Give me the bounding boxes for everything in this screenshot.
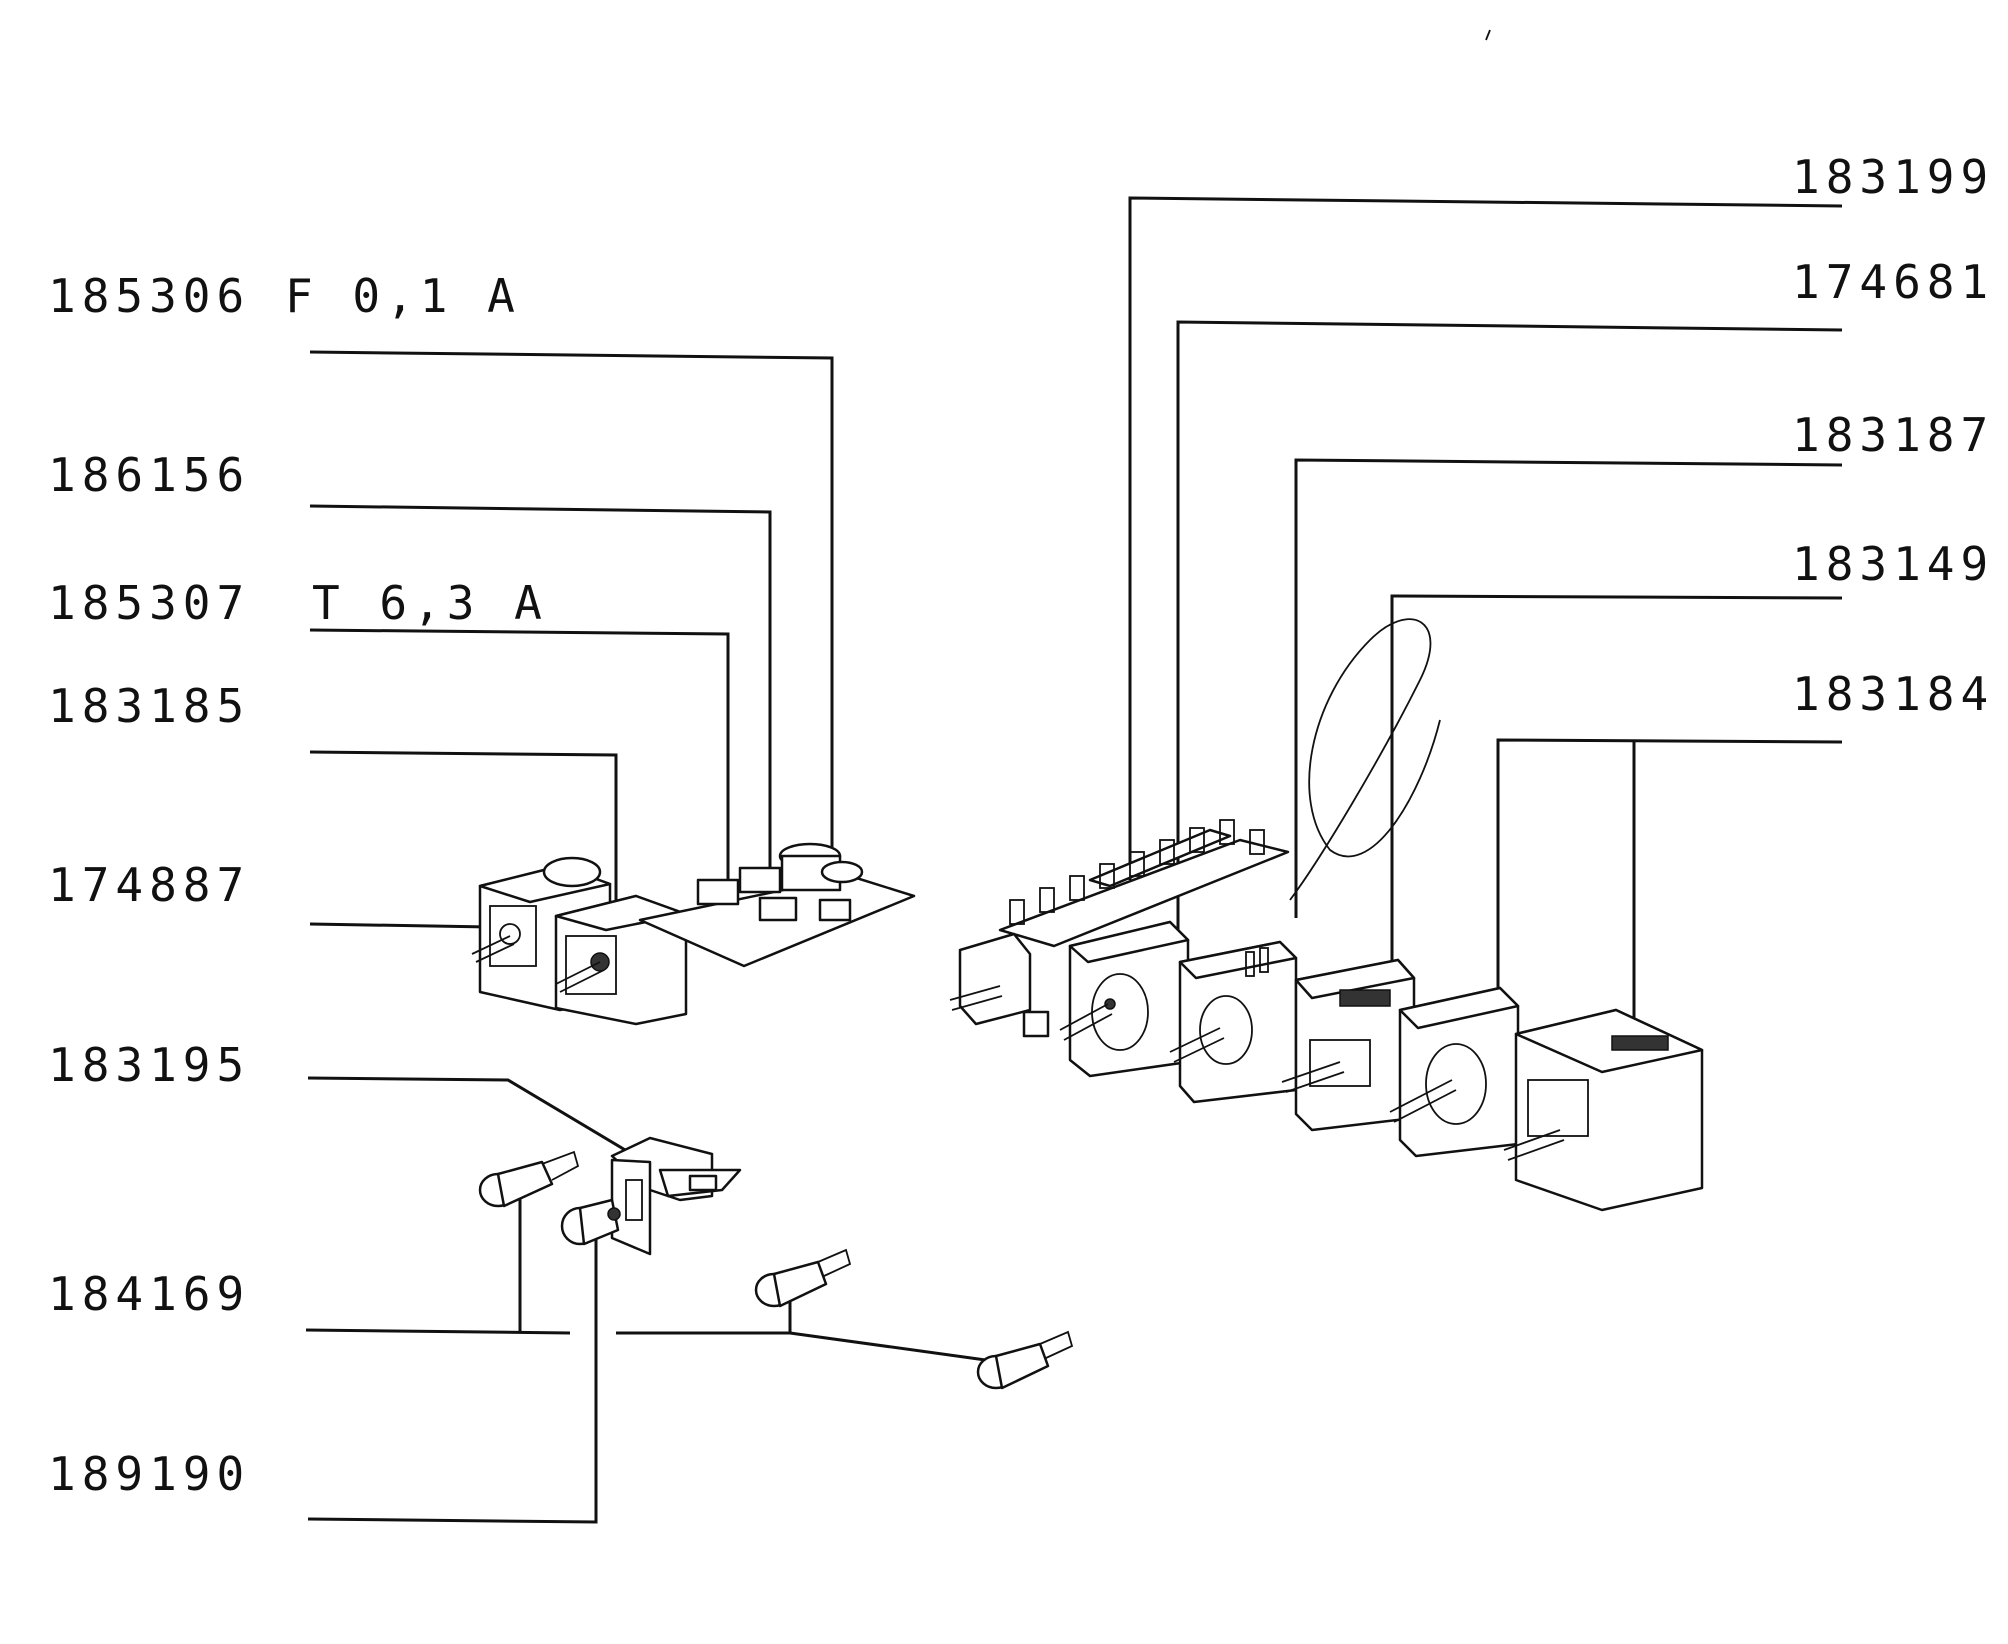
leader-184169-c xyxy=(789,1331,1001,1364)
leader-lines-left xyxy=(305,350,1001,1524)
switch-183149 xyxy=(1281,958,1416,1132)
left-labels: 185306 F 0,1 A 186156 185307 T 6,3 A 183… xyxy=(48,269,548,1501)
switch-183195 xyxy=(610,1136,742,1256)
right-labels: 183199 174681 183187 183149 183184 xyxy=(1792,150,1994,721)
label-183185: 183185 xyxy=(48,679,250,733)
fuse-holder-185306 xyxy=(778,842,864,892)
leader-174887 xyxy=(309,922,491,929)
leader-184169-a xyxy=(305,1328,571,1335)
leader-189190 xyxy=(307,1238,598,1524)
label-184169: 184169 xyxy=(48,1267,250,1321)
label-183195: 183195 xyxy=(48,1038,250,1092)
leader-183187 xyxy=(1294,458,1843,918)
leader-lines-right xyxy=(1128,196,1843,1030)
knob-189190 xyxy=(560,1198,621,1246)
leader-183195 xyxy=(307,1076,653,1168)
lamp-184169-c xyxy=(976,1330,1074,1390)
label-189190: 189190 xyxy=(48,1447,250,1501)
relay-board-183199 xyxy=(998,819,1290,948)
end-bracket xyxy=(949,932,1050,1038)
leader-185307 xyxy=(309,628,730,908)
label-185306: 185306 xyxy=(48,269,250,323)
leader-183185 xyxy=(309,750,618,902)
switch-183184-b xyxy=(1503,1008,1704,1212)
leader-185306 xyxy=(309,350,834,860)
label-183199: 183199 xyxy=(1792,150,1994,204)
switch-block-183185 xyxy=(554,894,688,1026)
fuse-holder-185307 xyxy=(696,866,782,906)
fuse-pcb-186156 xyxy=(638,842,916,968)
label-183149: 183149 xyxy=(1792,537,1994,591)
lamp-184169-b xyxy=(754,1248,852,1308)
leader-183184 xyxy=(1496,738,1843,1030)
label-185307: 185307 xyxy=(48,576,250,630)
label-174887: 174887 xyxy=(48,858,250,912)
spec-fuse-t63a: T 6,3 A xyxy=(312,576,548,630)
switch-183184-a xyxy=(1389,986,1520,1158)
label-183187: 183187 xyxy=(1792,408,1994,462)
spec-fuse-f01a: F 0,1 A xyxy=(285,269,521,323)
lamp-184169-a xyxy=(478,1150,580,1208)
label-183184: 183184 xyxy=(1792,667,1994,721)
leader-183149 xyxy=(1390,594,1843,1010)
label-186156: 186156 xyxy=(48,448,250,502)
leader-174681 xyxy=(1176,320,1843,955)
leader-186156 xyxy=(309,504,772,928)
stray-mark xyxy=(1485,29,1491,41)
wire-loop xyxy=(1289,618,1441,901)
switch-174681 xyxy=(1059,920,1190,1078)
label-174681: 174681 xyxy=(1792,255,1994,309)
leader-183199 xyxy=(1128,196,1843,880)
switch-183187 xyxy=(1169,940,1298,1104)
